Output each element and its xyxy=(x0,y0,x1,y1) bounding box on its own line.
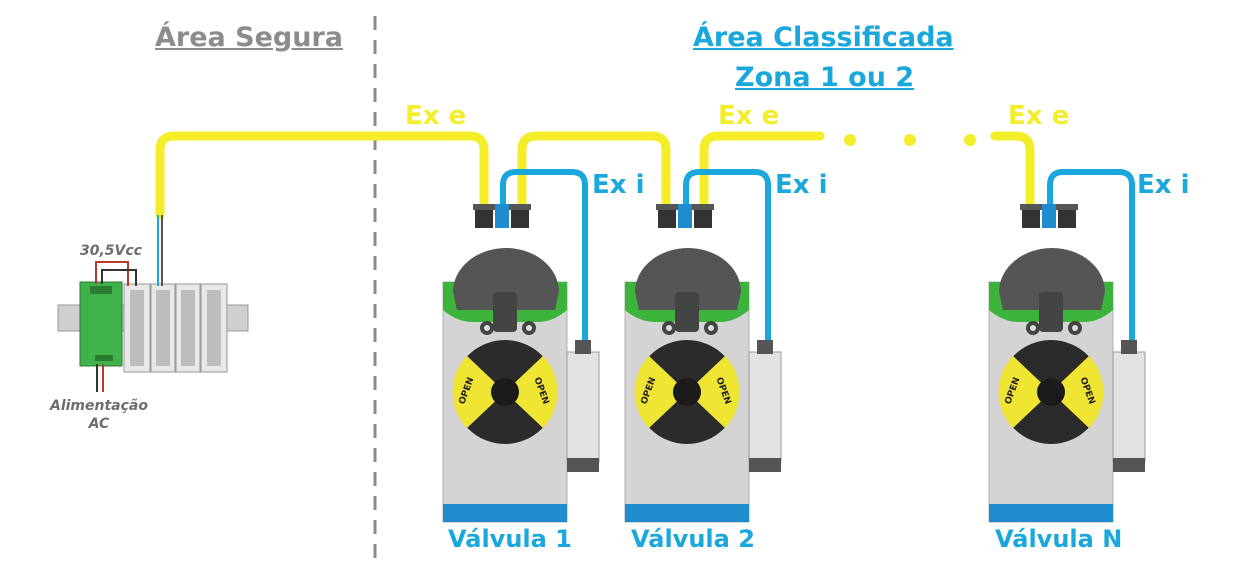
continuation-dots xyxy=(844,134,976,146)
din-rail-modules xyxy=(57,281,249,373)
valve-n-glands xyxy=(1020,204,1078,228)
ex-e-label-2: Ex e xyxy=(718,101,780,131)
ex-e-label-3: Ex e xyxy=(1008,101,1070,131)
zone-title: Zona 1 ou 2 xyxy=(735,62,915,93)
valve-n-name: Válvula N xyxy=(995,525,1123,553)
power-wires xyxy=(95,215,163,392)
ac-supply-label: Alimentação AC xyxy=(50,398,148,432)
valve-2-name: Válvula 2 xyxy=(631,525,755,553)
ex-e-label-1: Ex e xyxy=(405,101,467,131)
voltage-label: 30,5Vcc xyxy=(80,243,142,259)
ex-e-cable-path xyxy=(155,131,1035,220)
valve-1-name: Válvula 1 xyxy=(448,525,572,553)
safe-area-title: Área Segura xyxy=(155,22,343,53)
valve-1-glands xyxy=(473,204,531,228)
ex-i-label-3: Ex i xyxy=(1137,170,1190,200)
ex-i-label-1: Ex i xyxy=(592,170,645,200)
classified-area-title: Área Classificada xyxy=(693,22,954,53)
valve-2-glands xyxy=(656,204,714,228)
ex-i-label-2: Ex i xyxy=(775,170,828,200)
ex-i-cable-path xyxy=(500,169,1135,343)
